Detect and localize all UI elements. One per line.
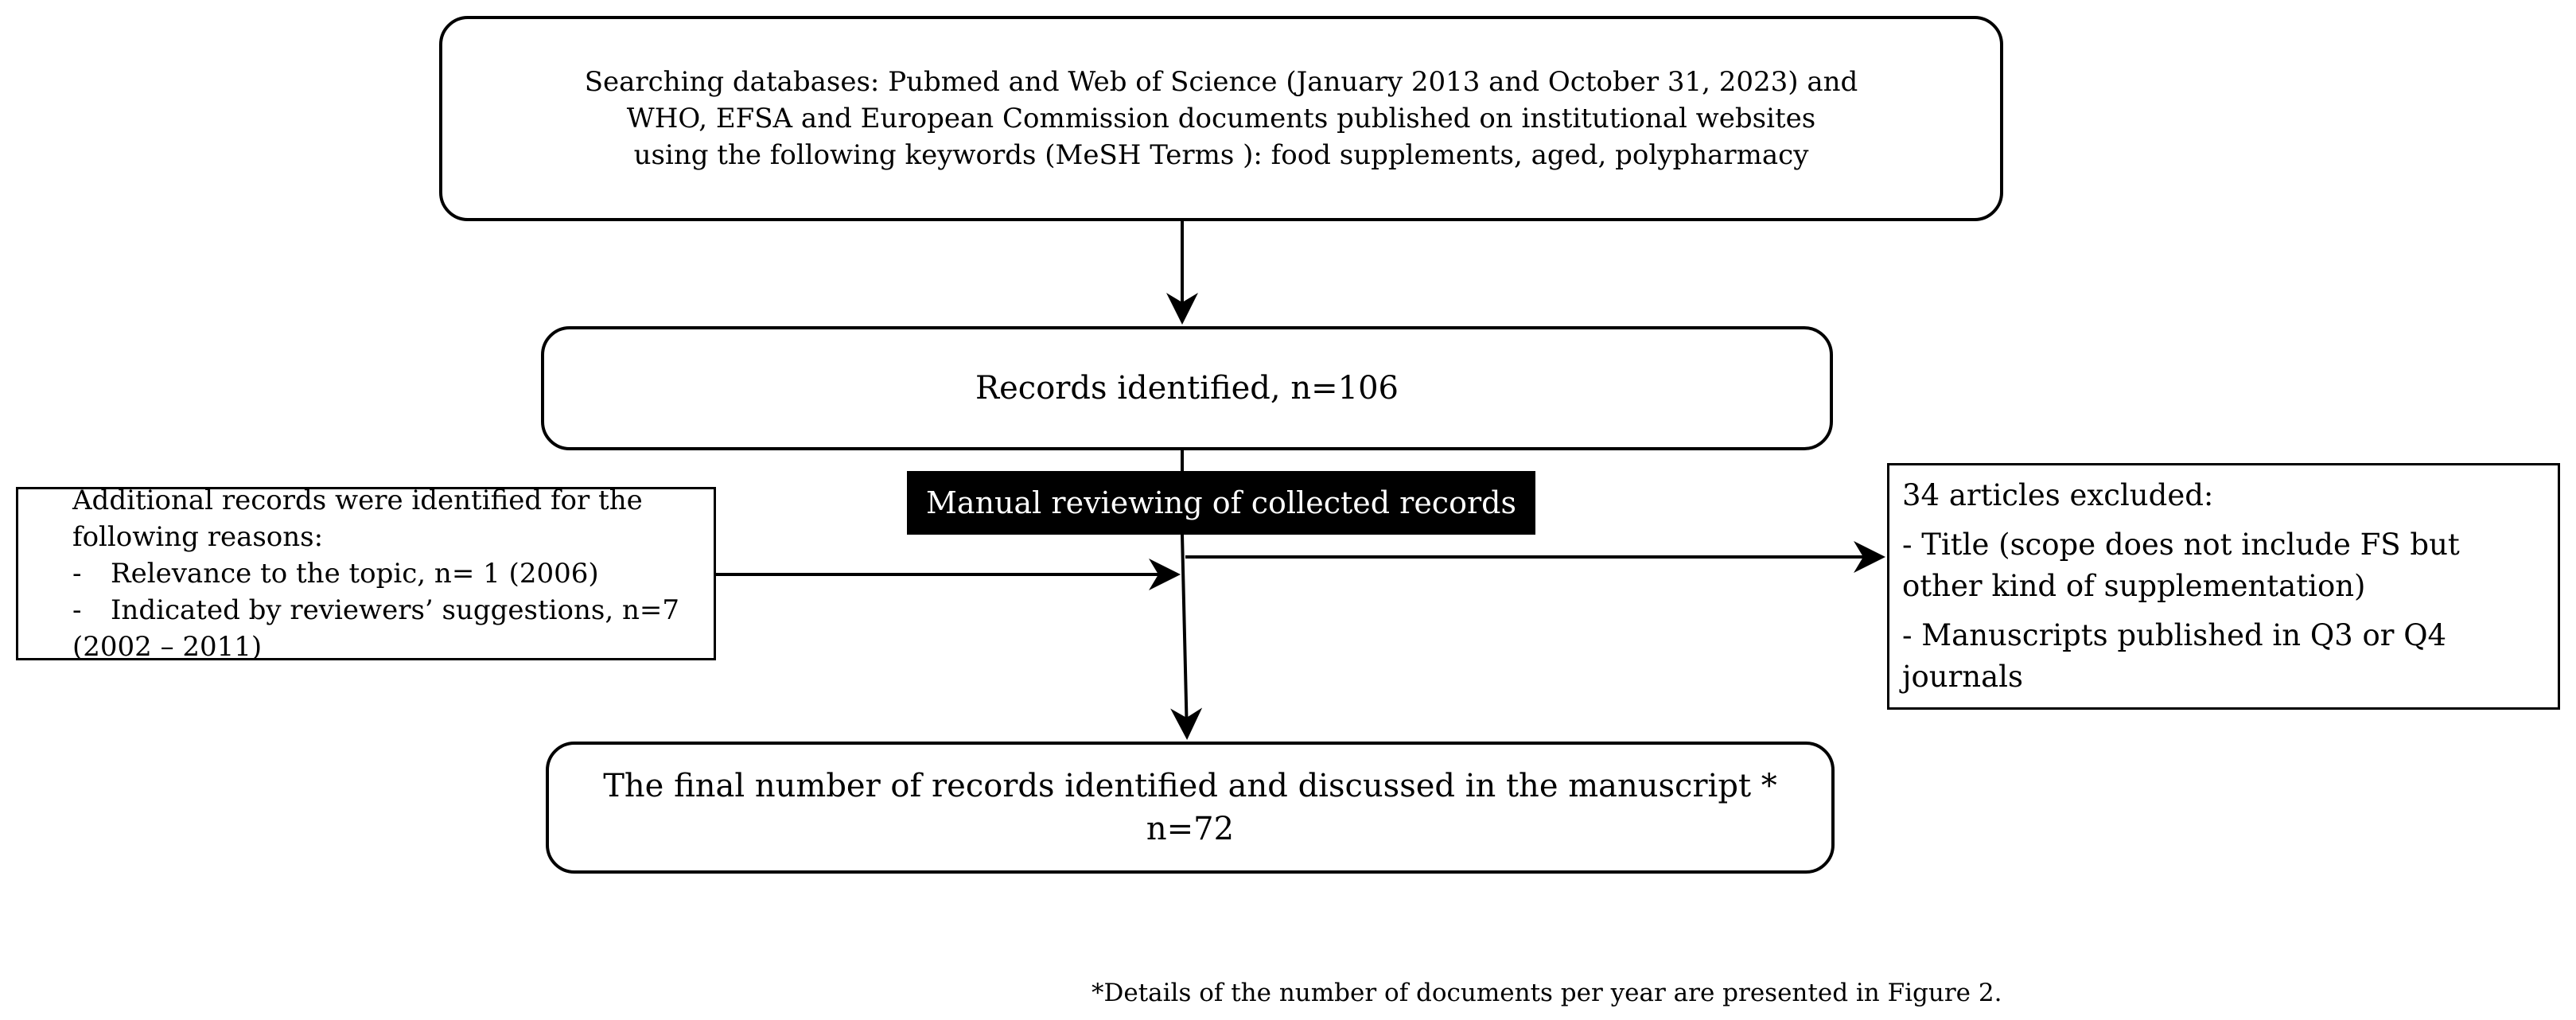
arrow-review-to-final xyxy=(1170,534,1203,740)
excluded-item-line: other kind of supplementation) xyxy=(1902,569,2366,603)
reason-line: Relevance to the topic, n= 1 (2006) xyxy=(111,558,599,590)
excluded-item: - Title (scope does not include FS but o… xyxy=(1902,524,2460,607)
excluded-item-line: journals xyxy=(1902,660,2023,694)
excluded-item-line: - Manuscripts published in Q3 or Q4 xyxy=(1902,618,2447,652)
search-line: Searching databases: Pubmed and Web of S… xyxy=(584,66,1858,98)
search-databases-box: Searching databases: Pubmed and Web of S… xyxy=(439,16,2003,221)
records-identified-box: Records identified, n=106 xyxy=(541,326,1833,450)
search-line: WHO, EFSA and European Commission docume… xyxy=(626,103,1816,134)
additional-heading-line: Additional records were identified for t… xyxy=(72,485,643,516)
excluded-item-line: - Title (scope does not include FS but xyxy=(1902,528,2460,562)
excluded-item: - Manuscripts published in Q3 or Q4 jour… xyxy=(1902,615,2446,698)
records-identified-text: Records identified, n=106 xyxy=(975,370,1399,407)
final-records-count: n=72 xyxy=(1146,811,1235,847)
excluded-heading: 34 articles excluded: xyxy=(1902,478,2214,512)
search-line: using the following keywords (MeSH Terms… xyxy=(633,139,1809,171)
additional-reason-item: - Relevance to the topic, n= 1 (2006) xyxy=(72,555,679,592)
manual-review-label: Manual reviewing of collected records xyxy=(907,471,1535,535)
reason-line: Indicated by reviewers’ suggestions, n=7 xyxy=(111,594,679,626)
additional-reasons-list: - Relevance to the topic, n= 1 (2006) - … xyxy=(72,555,679,665)
additional-records-box: Additional records were identified for t… xyxy=(16,485,716,663)
reason-line-continued: (2002 – 2011) xyxy=(72,631,263,663)
footnote: *Details of the number of documents per … xyxy=(1091,979,2002,1007)
additional-heading-line: following reasons: xyxy=(72,521,324,553)
reason-dash: - xyxy=(72,594,82,626)
final-records-box: The final number of records identified a… xyxy=(546,742,1835,874)
reason-dash: - xyxy=(72,558,82,590)
additional-reason-item: - Indicated by reviewers’ suggestions, n… xyxy=(72,592,679,665)
final-records-line: The final number of records identified a… xyxy=(603,768,1777,804)
excluded-articles-box: 34 articles excluded: - Title (scope doe… xyxy=(1887,463,2560,710)
